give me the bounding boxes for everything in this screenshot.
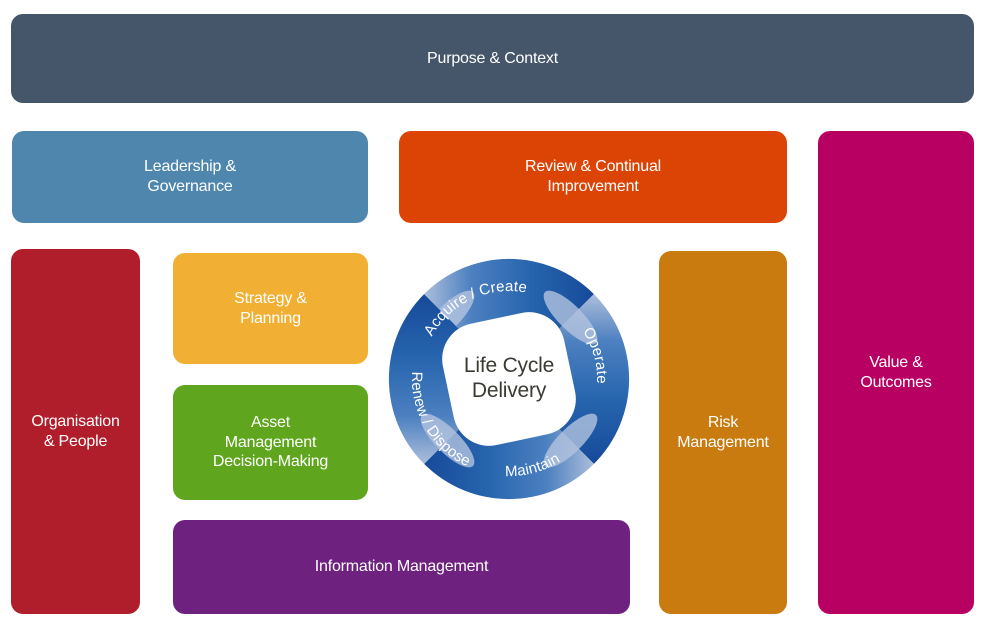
lifecycle-center-label: Life Cycle Delivery bbox=[463, 354, 555, 402]
asset-management-decision-making-label: Asset Management Decision-Making bbox=[212, 414, 329, 471]
lifecycle-delivery-wheel: Acquire / Create Operate Maintain Renew … bbox=[388, 258, 630, 500]
purpose-context-label: Purpose & Context bbox=[427, 49, 558, 67]
organisation-people-label: Organisation & People bbox=[31, 412, 120, 450]
review-continual-improvement-label: Review & Continual Improvement bbox=[524, 158, 662, 195]
value-outcomes-label: Value & Outcomes bbox=[860, 353, 932, 391]
box-purpose-context: Purpose & Context bbox=[11, 14, 974, 103]
box-review-continual-improvement: Review & Continual Improvement bbox=[399, 131, 787, 223]
leadership-governance-label: Leadership & Governance bbox=[144, 158, 236, 195]
box-leadership-governance: Leadership & Governance bbox=[12, 131, 368, 223]
box-value-outcomes: Value & Outcomes bbox=[818, 131, 974, 614]
lifecycle-center-shape bbox=[442, 312, 576, 446]
risk-management-label: Risk Management bbox=[677, 413, 769, 451]
box-information-management: Information Management bbox=[173, 520, 630, 614]
box-asset-management-decision-making: Asset Management Decision-Making bbox=[173, 385, 368, 500]
information-management-label: Information Management bbox=[314, 558, 489, 576]
box-strategy-planning: Strategy & Planning bbox=[173, 253, 368, 364]
strategy-planning-label: Strategy & Planning bbox=[234, 289, 307, 327]
box-risk-management: Risk Management bbox=[659, 251, 787, 614]
box-organisation-people: Organisation & People bbox=[11, 249, 140, 614]
